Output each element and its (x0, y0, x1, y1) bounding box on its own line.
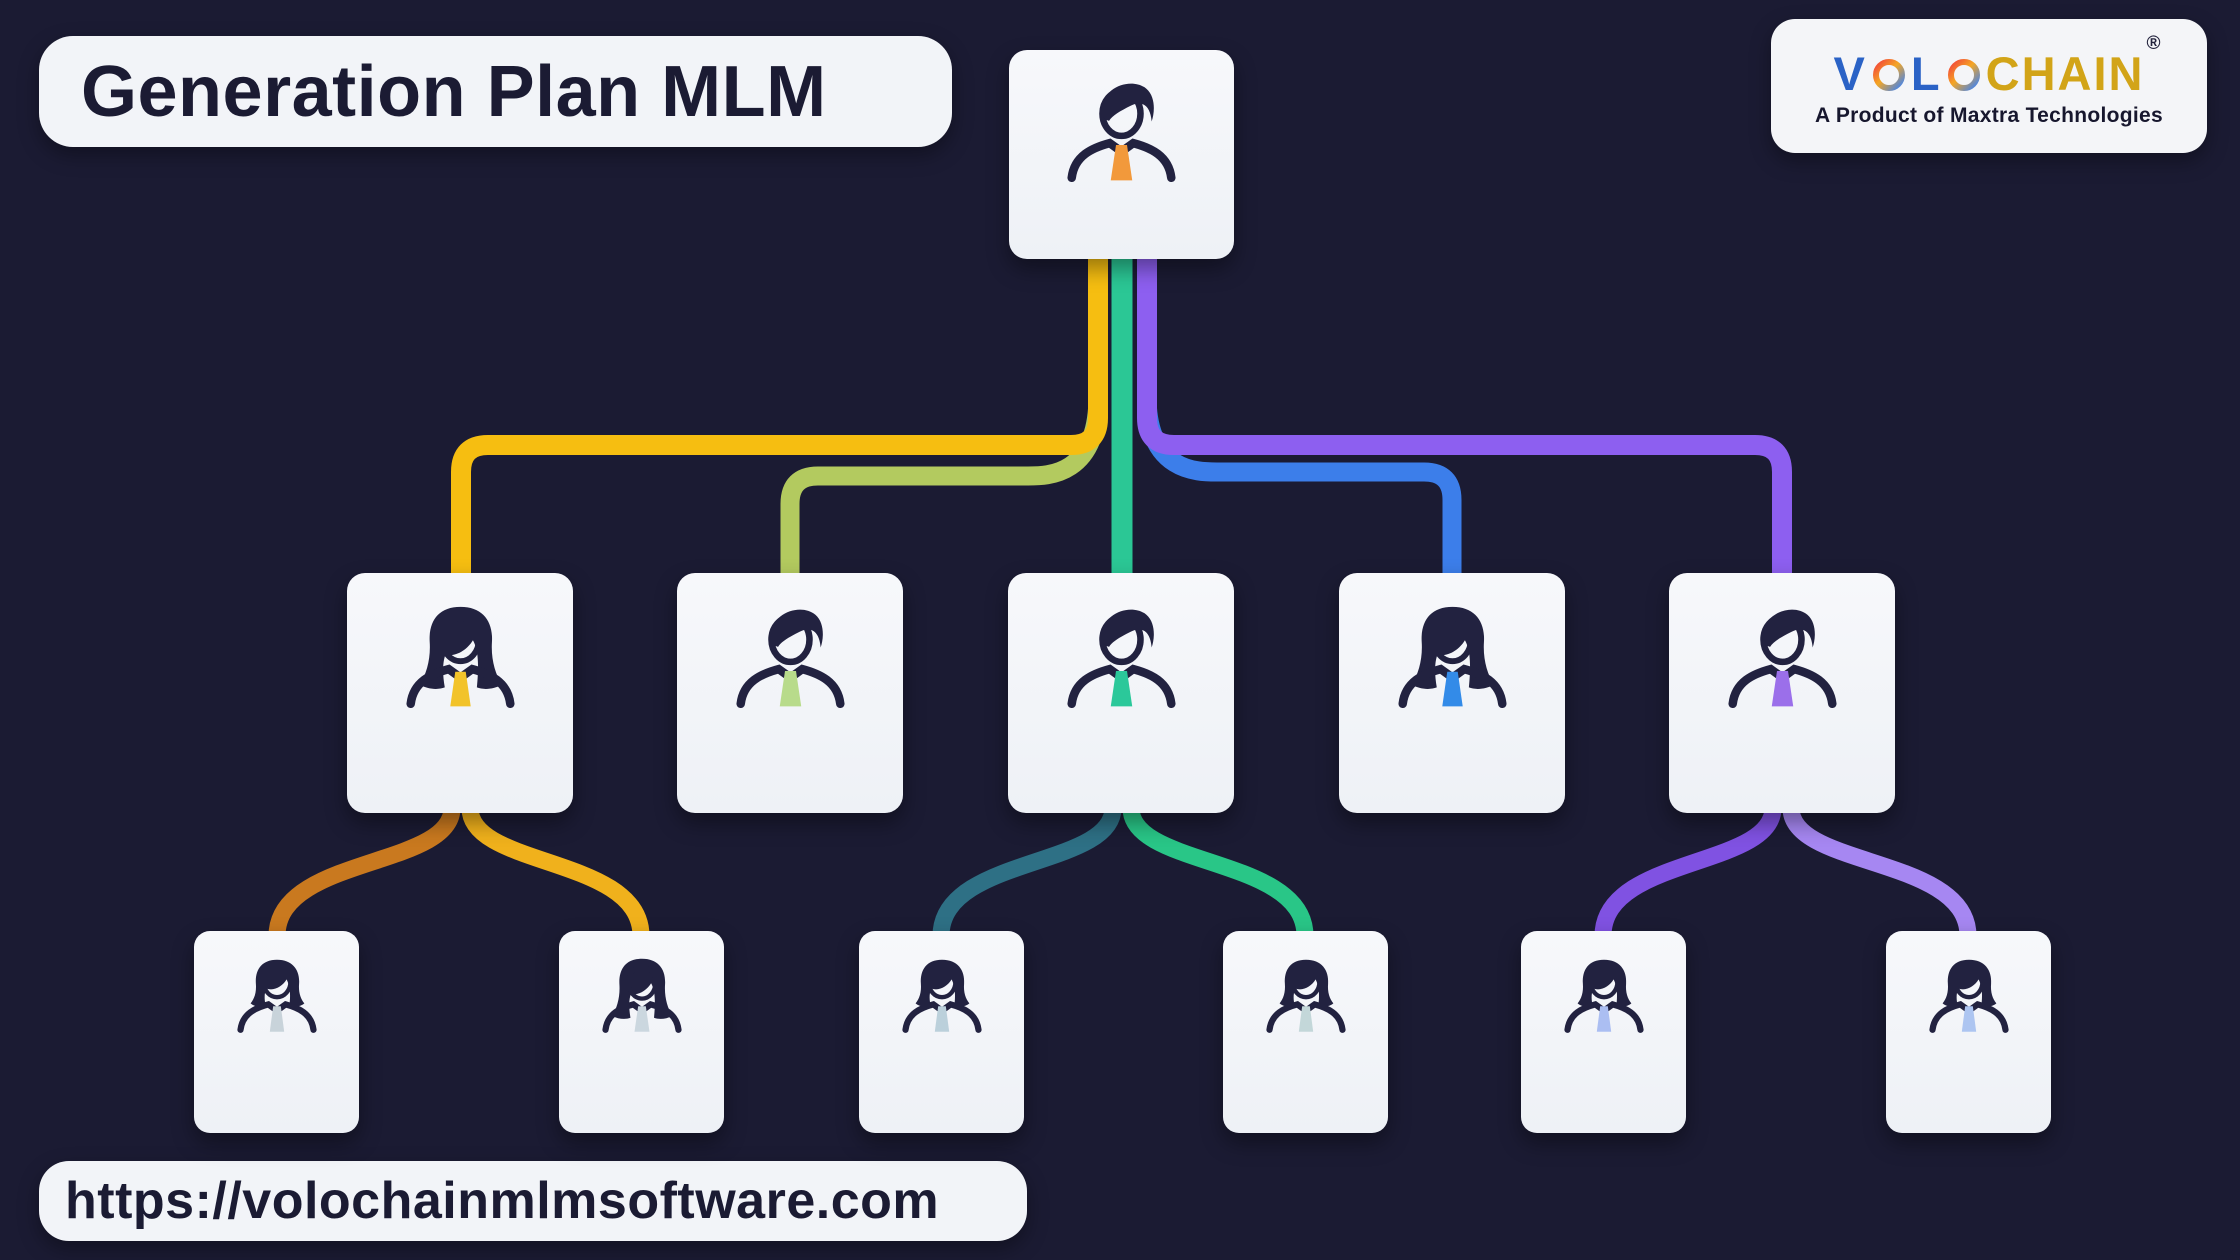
member-card-g2-4 (1223, 931, 1388, 1133)
member-card-g1-5 (1669, 573, 1895, 813)
person-male-icon (725, 599, 856, 730)
member-card-g1-4 (1339, 573, 1565, 813)
website-url-text: https://volochainmlmsoftware.com (65, 1172, 940, 1230)
member-card-g2-6 (1886, 931, 2051, 1133)
person-female-icon (395, 599, 526, 730)
connector-root-to-g1-2 (780, 386, 1108, 590)
person-female-icon (594, 953, 690, 1049)
website-url: https://volochainmlmsoftware.com (39, 1161, 1027, 1241)
connector-g1-3-to-g2-3 (932, 806, 1122, 937)
member-card-g2-5 (1521, 931, 1686, 1133)
connector-root-to-g1-5 (1137, 254, 1792, 580)
brand-ring-icon (1872, 58, 1905, 91)
brand-word-chain: CHAIN (1985, 47, 2145, 100)
member-card-g1-3 (1008, 573, 1234, 813)
brand-tagline: A Product of Maxtra Technologies (1815, 104, 2163, 127)
connector-g1-3-to-g2-4 (1122, 806, 1314, 937)
person-bob-icon (1258, 953, 1354, 1049)
member-card-g2-1 (194, 931, 359, 1133)
brand-ring-icon (1947, 58, 1980, 91)
person-bob-icon (1921, 953, 2017, 1049)
member-card-g1-1 (347, 573, 573, 813)
connector-root-to-g1-1 (451, 254, 1108, 580)
connector-g1-5-to-g2-5 (1594, 806, 1782, 937)
member-card-g1-2 (677, 573, 903, 813)
person-bob-icon (229, 953, 325, 1049)
page-title-text: Generation Plan MLM (81, 51, 827, 132)
person-bob-icon (894, 953, 990, 1049)
person-male-icon (1056, 599, 1187, 730)
person-female-icon (1387, 599, 1518, 730)
person-bob-icon (1556, 953, 1652, 1049)
brand-letter-l: L (1910, 47, 1942, 100)
person-male-icon (1056, 73, 1187, 204)
member-card-g2-3 (859, 931, 1024, 1133)
volochain-logo: V L CHAIN ® A Product of Maxtra Technolo… (1771, 19, 2207, 153)
brand-wordmark: V L CHAIN ® (1833, 34, 2161, 100)
page-title: Generation Plan MLM (39, 36, 952, 147)
registered-trademark-icon: ® (2146, 33, 2161, 54)
member-card-g2-2 (559, 931, 724, 1133)
brand-letter-v: V (1833, 47, 1867, 100)
connector-g1-5-to-g2-6 (1782, 806, 1977, 937)
member-card-root (1009, 50, 1234, 259)
connector-root-to-g1-4 (1137, 386, 1462, 590)
connector-g1-1-to-g2-1 (268, 806, 461, 937)
person-male-icon (1717, 599, 1848, 730)
connector-g1-1-to-g2-2 (461, 806, 650, 937)
